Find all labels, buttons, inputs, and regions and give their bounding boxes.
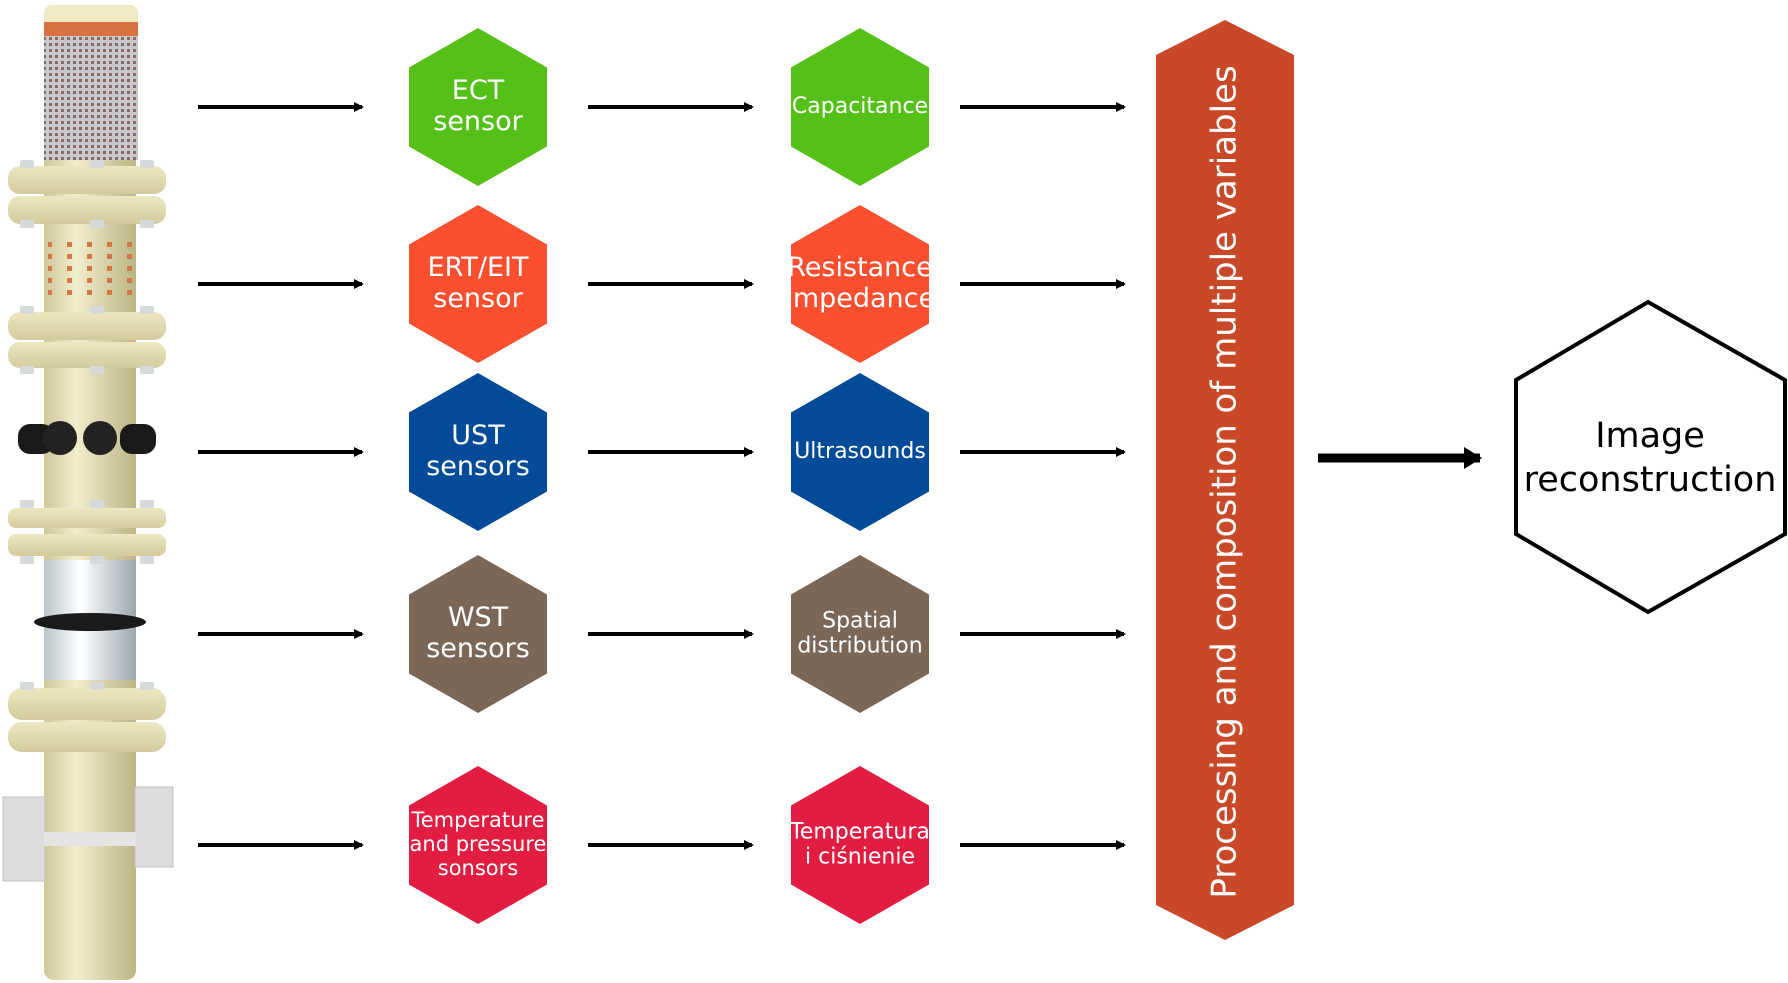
- ect-electrode-mesh: [44, 36, 138, 160]
- sensor-node-hexagon: [409, 205, 547, 363]
- flange: [8, 508, 166, 528]
- sensor-node-label-line: sensors: [426, 633, 530, 664]
- variable-node-label-line: Capacitance: [792, 94, 928, 119]
- sensor-node-label-line: ECT: [452, 75, 505, 106]
- variable-node-label-line: Resistance: [787, 252, 933, 283]
- pressure-sensor-box: [134, 786, 174, 868]
- variable-node-label-line: distribution: [797, 634, 922, 659]
- wst-ring: [34, 613, 146, 631]
- variable-node-hexagon: [791, 373, 929, 531]
- sensor-node-hexagon: [409, 28, 547, 186]
- variable-node-hexagon: [791, 766, 929, 924]
- ultrasound-probe: [43, 421, 77, 455]
- sensor-node-label-line: and pressure: [410, 832, 547, 856]
- sensor-node-hexagon: [409, 373, 547, 531]
- temperature-sensor-box: [2, 796, 46, 882]
- flange: [8, 722, 166, 752]
- sensor-node-label-line: sensor: [433, 283, 523, 314]
- mount-clamp: [44, 832, 136, 846]
- variable-node: Ultrasounds: [791, 373, 929, 531]
- variable-node-label-line: Impedance: [785, 283, 935, 314]
- sensor-node-hexagon: [409, 766, 547, 924]
- processing-label: Processing and composition of multiple v…: [1205, 65, 1245, 898]
- sensor-node-label-line: UST: [451, 420, 505, 451]
- ert-electrodes: [48, 240, 132, 300]
- ect-band: [44, 22, 138, 37]
- ultrasound-probe: [83, 421, 117, 455]
- variable-node-hexagon: [791, 205, 929, 363]
- variable-node: Capacitance: [791, 28, 929, 186]
- sensor-node-label-line: sensor: [433, 106, 523, 137]
- sensor-column-illustration: [2, 5, 174, 980]
- ultrasound-probe: [120, 424, 156, 454]
- flange: [8, 534, 166, 556]
- processing-bar: [1156, 20, 1294, 940]
- sensor-node-label-line: sensors: [426, 451, 530, 482]
- output-block: Image reconstruction: [1514, 299, 1787, 615]
- output-label-line-2: reconstruction: [1524, 460, 1777, 500]
- variable-node-hexagon: [791, 555, 929, 713]
- variable-node-label-line: i ciśnienie: [805, 845, 915, 870]
- flange: [8, 342, 166, 368]
- flange: [8, 312, 166, 340]
- sensor-node-label-line: WST: [448, 602, 509, 633]
- variable-node-label-line: Spatial: [822, 608, 898, 633]
- variable-node-label-line: Temperatura: [789, 819, 930, 844]
- flange: [8, 166, 166, 194]
- output-hexagon: [1514, 299, 1787, 615]
- flange: [8, 688, 166, 720]
- sensor-node-hexagon: [409, 555, 547, 713]
- sensor-node-label-line: ERT/EIT: [428, 252, 529, 283]
- variable-node-label-line: Ultrasounds: [794, 439, 926, 464]
- output-label-line-1: Image: [1595, 416, 1705, 456]
- processing-block: Processing and composition of multiple v…: [1156, 20, 1294, 940]
- sensor-node-label-line: Temperature: [410, 808, 544, 832]
- flange: [8, 196, 166, 224]
- sensor-node-label-line: sonsors: [438, 856, 518, 880]
- variable-node-hexagon: [791, 28, 929, 186]
